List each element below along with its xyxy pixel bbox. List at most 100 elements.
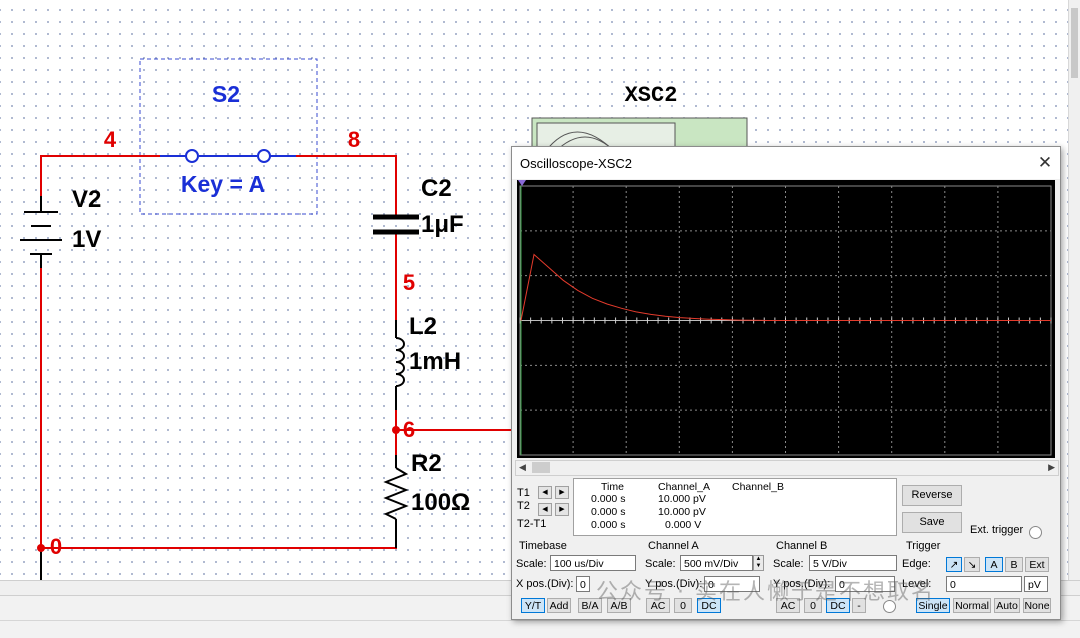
- cursor-controls: T1 ◀ ▶ T2 ◀ ▶ T2-T1: [515, 478, 571, 534]
- channel-b-group: Channel B Scale: 5 V/Div Y pos.(Div): 0 …: [770, 540, 898, 616]
- readout-t1-channel-a: 10.000 pV: [658, 493, 706, 505]
- reverse-button[interactable]: Reverse: [902, 485, 962, 506]
- oscilloscope-title: Oscilloscope-XSC2: [520, 156, 632, 171]
- readout-header-channel-b: Channel_B: [732, 481, 784, 493]
- mode-yt-button[interactable]: Y/T: [521, 598, 545, 613]
- resistor-name-label: R2: [411, 450, 442, 477]
- inductor-value-label: 1mH: [409, 348, 461, 375]
- channel-b-ac-button[interactable]: AC: [776, 598, 800, 613]
- readout-diff-time: 0.000 s: [591, 519, 626, 531]
- t1-left-arrow-icon[interactable]: ◀: [538, 486, 552, 499]
- switch-name-label: S2: [212, 81, 240, 107]
- trace-channel-a: [520, 253, 1051, 321]
- channel-b-scale-label: Scale:: [773, 558, 804, 570]
- cursor-t2-label: T2: [517, 500, 530, 512]
- source-value-label: 1V: [72, 226, 101, 253]
- vertical-scroll-thumb[interactable]: [1071, 8, 1078, 78]
- timebase-title: Timebase: [519, 540, 567, 552]
- channel-a-scale-field[interactable]: 500 mV/Div: [680, 555, 753, 571]
- channel-a-ypos-field[interactable]: 0: [704, 576, 760, 592]
- channel-a-ypos-label: Y pos.(Div):: [645, 578, 703, 590]
- node-label-6: 6: [403, 417, 415, 442]
- channel-a-title: Channel A: [648, 540, 699, 552]
- trigger-source-b-button[interactable]: B: [1005, 557, 1023, 572]
- trigger-level-field[interactable]: 0: [946, 576, 1022, 592]
- t1-right-arrow-icon[interactable]: ▶: [555, 486, 569, 499]
- readout-t2-channel-a: 10.000 pV: [658, 506, 706, 518]
- trigger-title: Trigger: [906, 540, 941, 552]
- screen-scroll-thumb[interactable]: [532, 462, 550, 473]
- trigger-none-button[interactable]: None: [1023, 598, 1051, 613]
- node-label-5: 5: [403, 270, 415, 295]
- switch-key-label: Key = A: [181, 171, 265, 197]
- timebase-scale-field[interactable]: 100 us/Div: [550, 555, 636, 571]
- capacitor-value-label: 1μF: [421, 211, 464, 238]
- mode-ba-button[interactable]: B/A: [578, 598, 602, 613]
- t2-right-arrow-icon[interactable]: ▶: [555, 503, 569, 516]
- trigger-source-ext-button[interactable]: Ext: [1025, 557, 1049, 572]
- channel-b-ypos-field[interactable]: 0: [835, 576, 895, 592]
- trigger-single-button[interactable]: Single: [916, 598, 950, 613]
- channel-a-dc-button[interactable]: DC: [697, 598, 721, 613]
- workspace-vertical-scrollbar[interactable]: [1068, 0, 1080, 580]
- instrument-name-label: XSC2: [625, 83, 678, 108]
- timebase-xpos-field[interactable]: 0: [576, 576, 590, 592]
- ext-trigger-label: Ext. trigger: [970, 524, 1024, 536]
- channel-b-ypos-label: Y pos.(Div):: [773, 578, 831, 590]
- channel-a-scale-spinner-icon[interactable]: ▲▼: [753, 555, 764, 571]
- scroll-right-icon[interactable]: ▶: [1048, 462, 1055, 472]
- measurement-readout: Time Channel_A Channel_B 0.000 s 10.000 …: [573, 478, 897, 536]
- readout-diff-channel-a: 0.000 V: [665, 519, 702, 531]
- channel-a-group: Channel A Scale: 500 mV/Div ▲▼ Y pos.(Di…: [644, 540, 770, 616]
- cursor-t1-label: T1: [517, 487, 530, 499]
- oscilloscope-titlebar[interactable]: Oscilloscope-XSC2 ✕: [512, 147, 1060, 179]
- battery-v2[interactable]: [20, 196, 62, 268]
- timebase-scale-label: Scale:: [516, 558, 547, 570]
- trigger-auto-button[interactable]: Auto: [994, 598, 1020, 613]
- channel-a-ac-button[interactable]: AC: [646, 598, 670, 613]
- source-name-label: V2: [72, 186, 101, 213]
- timebase-xpos-label: X pos.(Div):: [516, 578, 574, 590]
- scroll-left-icon[interactable]: ◀: [519, 462, 526, 472]
- capacitor-c2[interactable]: [373, 214, 419, 235]
- readout-t2-time: 0.000 s: [591, 506, 626, 518]
- trigger-edge-label: Edge:: [902, 558, 931, 570]
- inductor-l2[interactable]: [395, 320, 405, 410]
- channel-b-dc-button[interactable]: DC: [826, 598, 850, 613]
- channel-b-scale-field[interactable]: 5 V/Div: [809, 555, 897, 571]
- channel-a-scale-label: Scale:: [645, 558, 676, 570]
- oscilloscope-display: [518, 180, 1052, 456]
- mode-add-button[interactable]: Add: [547, 598, 571, 613]
- save-button[interactable]: Save: [902, 512, 962, 533]
- trigger-level-label: Level:: [902, 578, 932, 590]
- trigger-level-unit[interactable]: pV: [1024, 576, 1048, 592]
- channel-b-zero-button[interactable]: 0: [804, 598, 822, 613]
- trigger-source-a-button[interactable]: A: [985, 557, 1003, 572]
- t2-left-arrow-icon[interactable]: ◀: [538, 503, 552, 516]
- screen-horizontal-scrollbar[interactable]: ◀ ▶: [515, 460, 1059, 476]
- rising-edge-icon[interactable]: ↗: [946, 557, 962, 572]
- trigger-normal-button[interactable]: Normal: [953, 598, 991, 613]
- junction-dot-6: [392, 426, 400, 434]
- cursor-diff-label: T2-T1: [517, 518, 547, 530]
- resistor-r2[interactable]: [383, 455, 409, 548]
- ext-trigger-terminal[interactable]: [1029, 526, 1042, 539]
- switch-s2-frame[interactable]: [139, 58, 318, 215]
- channel-b-title: Channel B: [776, 540, 828, 552]
- channel-b-terminal[interactable]: [883, 600, 896, 613]
- resistor-value-label: 100Ω: [411, 489, 470, 516]
- channel-a-zero-button[interactable]: 0: [674, 598, 692, 613]
- channel-b-invert-button[interactable]: -: [852, 598, 866, 613]
- close-icon[interactable]: ✕: [1037, 153, 1053, 172]
- junction-dot-0: [37, 544, 45, 552]
- readout-t1-time: 0.000 s: [591, 493, 626, 505]
- oscilloscope-screen[interactable]: [517, 180, 1055, 458]
- trigger-group: Trigger Edge: ↗ ↘ A B Ext Level: 0 pV Si…: [900, 540, 1056, 616]
- inductor-name-label: L2: [409, 313, 437, 340]
- node-label-4: 4: [104, 127, 117, 152]
- switch-s2[interactable]: [160, 149, 296, 163]
- mode-ab-button[interactable]: A/B: [607, 598, 631, 613]
- node-label-8: 8: [348, 127, 360, 152]
- oscilloscope-window[interactable]: Oscilloscope-XSC2 ✕ ◀ ▶ T1 ◀ ▶ T2 ◀ ▶ T2…: [511, 146, 1061, 620]
- falling-edge-icon[interactable]: ↘: [964, 557, 980, 572]
